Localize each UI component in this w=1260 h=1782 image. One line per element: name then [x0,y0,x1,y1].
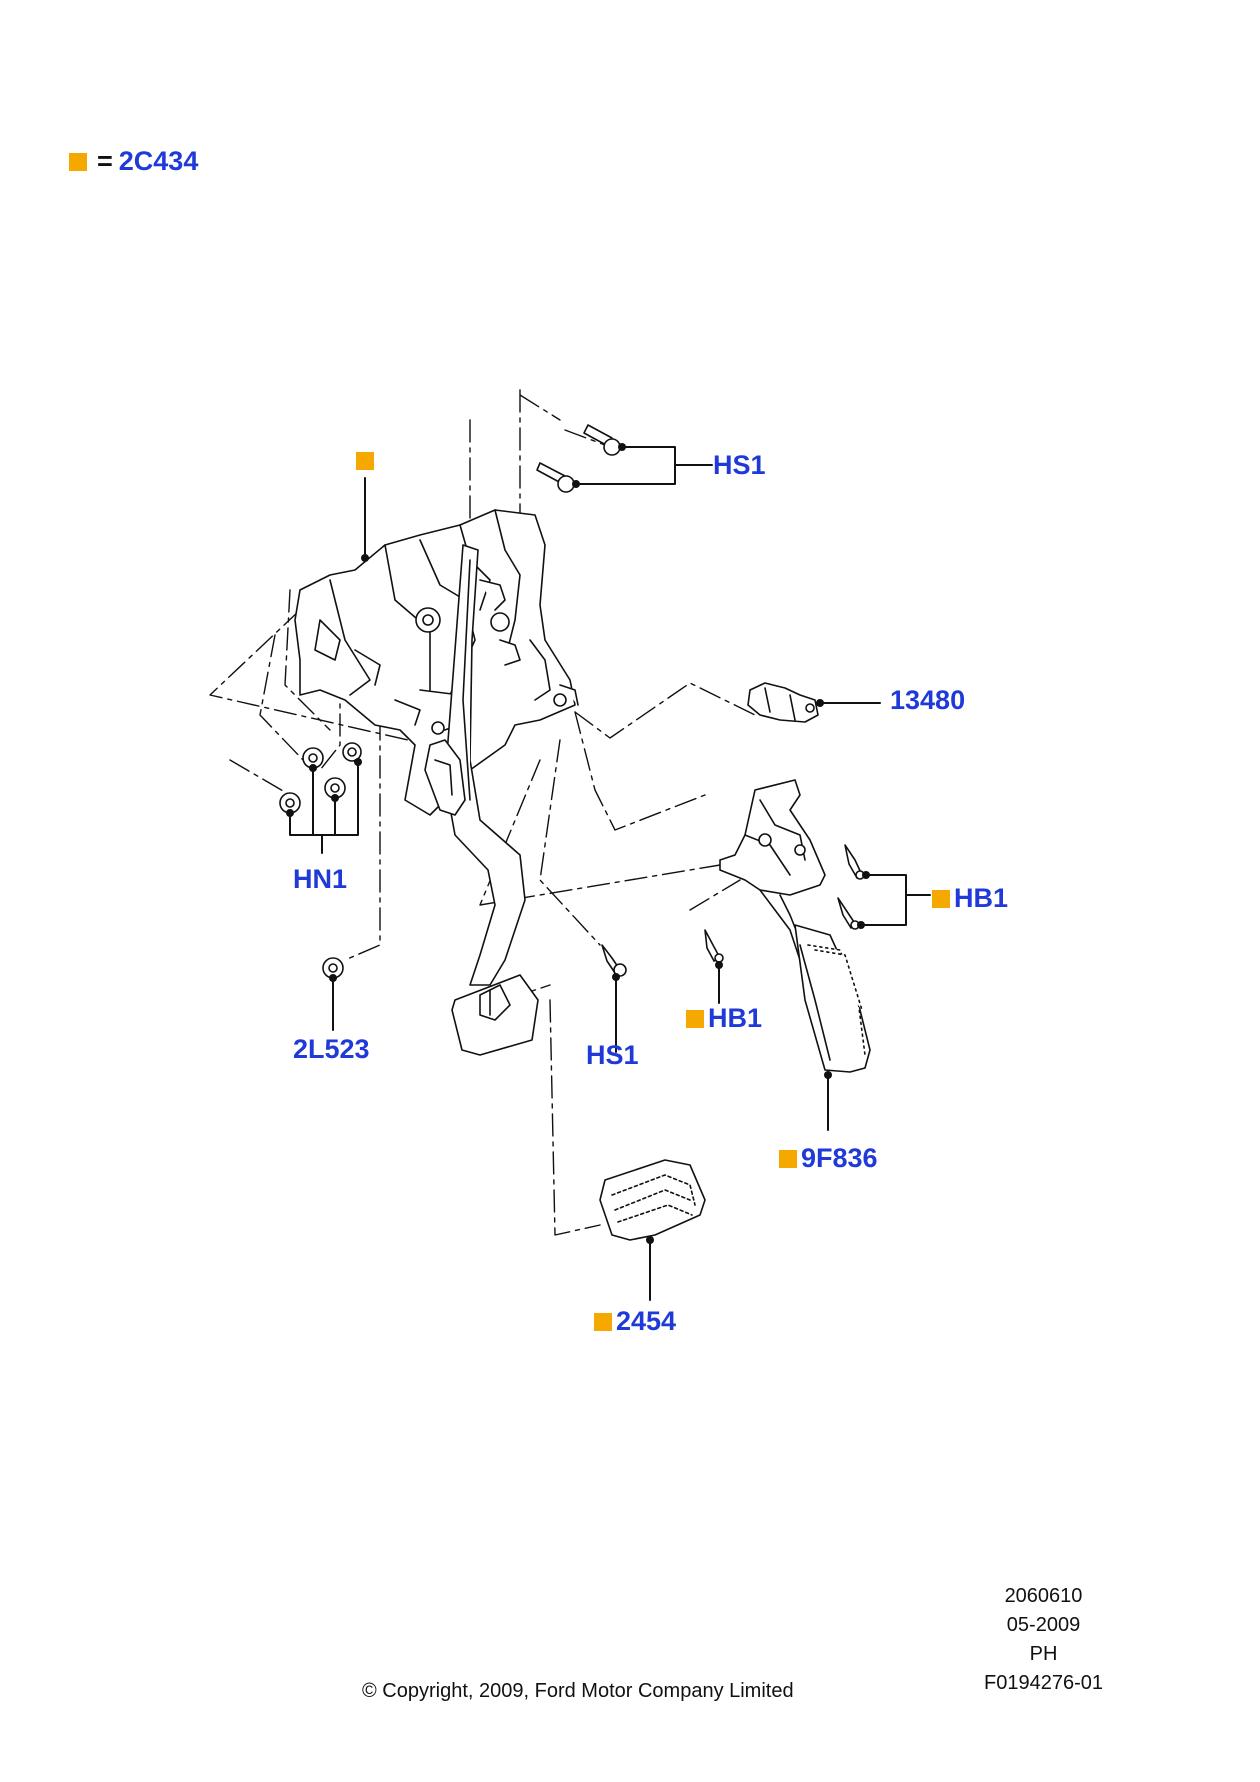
legend-code: 2C434 [118,146,199,176]
leader-lines [289,446,931,1301]
label-hn1: HN1 [293,864,348,894]
meta-region: PH [1029,1643,1058,1665]
label-hs1-bottom: HS1 [586,1040,639,1070]
meta-figure: F0194276-01 [984,1672,1103,1694]
figure-meta: 2060610 05-2009 PH F0194276-01 [984,1582,1103,1698]
marker-icon [779,1150,797,1168]
brake-pedal-pad [599,1159,706,1241]
legend-marker-icon [69,153,87,171]
marker-icon [932,890,950,908]
label-hb1-right: HB1 [932,885,1008,912]
brake-light-switch [747,682,819,723]
leader-dots [286,443,870,1244]
copyright: © Copyright, 2009, Ford Motor Company Li… [362,1680,794,1702]
label-text: HB1 [954,883,1009,913]
label-text: 2454 [616,1306,677,1336]
label-2l523: 2L523 [293,1034,370,1064]
label-text: 9F836 [801,1143,878,1173]
bolts-hb1-right [837,844,865,930]
label-hb1-bottom: HB1 [686,1005,762,1032]
label-9f836: 9F836 [779,1145,878,1172]
nuts-hn1 [279,742,362,814]
bolt-hs1-bottom [601,944,627,977]
marker-icon [686,1010,704,1028]
meta-id: 2060610 [1004,1585,1083,1607]
label-13480: 13480 [890,685,966,715]
brake-pedal-arm [424,544,539,1056]
bolts-hs1-top [536,424,621,493]
legend: =2C434 [69,148,198,175]
legend-equals: = [97,146,113,176]
label-text: HB1 [708,1003,763,1033]
label-2454: 2454 [594,1308,676,1335]
meta-date: 05-2009 [1006,1614,1081,1636]
accelerator-pedal [719,779,871,1073]
marker-icon [594,1313,612,1331]
marker-square-bracket [356,452,374,470]
label-hs1-top: HS1 [713,450,766,480]
bolt-hb1-bottom [704,929,724,963]
